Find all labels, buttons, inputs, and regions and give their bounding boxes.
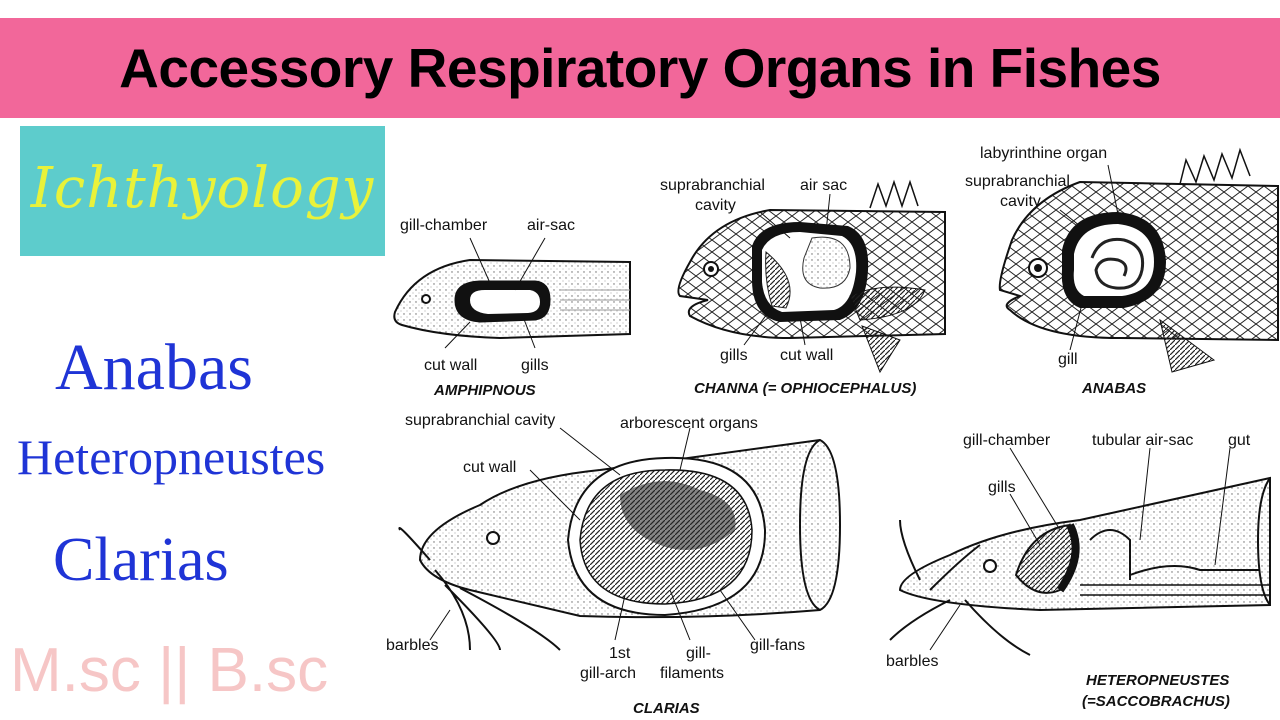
caption-clarias: CLARIAS xyxy=(633,700,700,717)
title-banner xyxy=(0,18,1280,118)
caption-heteropneustes: HETEROPNEUSTES xyxy=(1086,672,1229,689)
label-suprabranchial: suprabranchial xyxy=(660,177,765,194)
label-air-sac: air-sac xyxy=(527,217,575,234)
label-arborescent-organs: arborescent organs xyxy=(620,415,758,432)
label-suprabranchial: suprabranchial xyxy=(965,173,1070,190)
figure-clarias: suprabranchial cavity arborescent organs… xyxy=(386,412,842,717)
subject-box xyxy=(20,126,385,256)
caption-saccobrachus: (=SACCOBRACHUS) xyxy=(1082,693,1230,710)
label-gills: gills xyxy=(988,479,1016,496)
label-gut: gut xyxy=(1228,432,1251,449)
label-cut-wall: cut wall xyxy=(463,459,516,476)
label-tubular-air-sac: tubular air-sac xyxy=(1092,432,1193,449)
label-gills: gills xyxy=(720,347,748,364)
label-gill-chamber: gill-chamber xyxy=(963,432,1051,449)
label-cut-wall: cut wall xyxy=(424,357,477,374)
figure-heteropneustes: gill-chamber tubular air-sac gut gills b… xyxy=(886,432,1271,710)
caption-channa: CHANNA (= OPHIOCEPHALUS) xyxy=(694,380,916,397)
genus-anabas: Anabas xyxy=(55,331,253,404)
label-1st: 1st xyxy=(609,645,631,662)
figure-channa: suprabranchial cavity air sac gills cut … xyxy=(660,177,946,397)
label-cut-wall: cut wall xyxy=(780,347,833,364)
figure-amphipnous: gill-chamber air-sac cut wall gills AMPH… xyxy=(393,217,631,399)
caption-anabas: ANABAS xyxy=(1081,380,1146,397)
label-filaments: filaments xyxy=(660,665,724,682)
label-cavity: cavity xyxy=(1000,193,1041,210)
subject-label: Ichthyology xyxy=(30,156,375,221)
label-gill-hyphen: gill- xyxy=(686,645,711,662)
genus-clarias: Clarias xyxy=(53,526,229,594)
figure-anabas: labyrinthine organ suprabranchial cavity… xyxy=(965,145,1279,397)
page-title: Accessory Respiratory Organs in Fishes xyxy=(119,37,1161,99)
label-barbles: barbles xyxy=(386,637,438,654)
label-gill: gill xyxy=(1058,351,1078,368)
label-labyrinthine-organ: labyrinthine organ xyxy=(980,145,1107,162)
label-cavity: cavity xyxy=(695,197,736,214)
label-suprabranchial-cavity: suprabranchial cavity xyxy=(405,412,555,429)
label-gill-fans: gill-fans xyxy=(750,637,805,654)
label-air-sac: air sac xyxy=(800,177,847,194)
level-label: M.sc || B.sc xyxy=(10,636,329,705)
genus-heteropneustes: Heteropneustes xyxy=(17,429,326,485)
label-gill-arch: gill-arch xyxy=(580,665,636,682)
label-gill-chamber: gill-chamber xyxy=(400,217,488,234)
caption-amphipnous: AMPHIPNOUS xyxy=(433,382,536,399)
label-barbles: barbles xyxy=(886,653,938,670)
label-gills: gills xyxy=(521,357,549,374)
